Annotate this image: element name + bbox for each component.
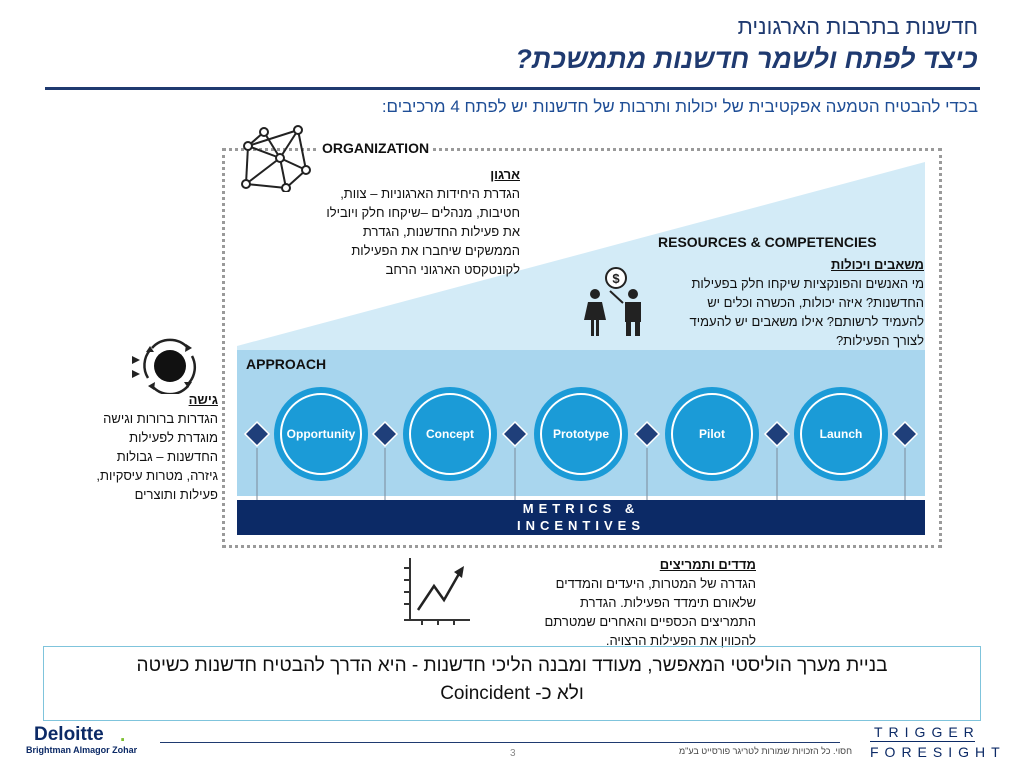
conclusion-line1: בניית מערך הוליסטי המאפשר, מעודד ומבנה ה… xyxy=(136,655,888,676)
conclusion-line2: ולא כ- Coincident xyxy=(440,683,584,704)
stage-prototype: Prototype xyxy=(534,387,628,481)
organization-line: את פעילות החדשנות, הגדרת xyxy=(362,224,520,239)
organization-line: הגדרת היחידות הארגוניות – צוות, xyxy=(340,186,520,201)
stage-label-launch: Launch xyxy=(820,427,863,441)
approach-heading: גישה xyxy=(188,392,218,407)
approach-description: גישה הגדרות ברורות וגישה מוגדרת לפעילות … xyxy=(18,390,218,504)
title-divider xyxy=(45,87,980,90)
metrics-description: מדדים ותמריצים הגדרה של המטרות, היעדים ו… xyxy=(506,555,756,650)
brand-logo-rule xyxy=(870,741,975,742)
resources-line: מי האנשים והפונקציות שיקחו חלק בפעילות xyxy=(691,276,924,291)
organization-label: ORGANIZATION xyxy=(318,140,434,156)
resources-label: RESOURCES & COMPETENCIES xyxy=(658,234,877,250)
copyright-text: חסוי. כל הזכויות שמורות לטריגר פורסייט ב… xyxy=(678,746,852,756)
page-title: חדשנות בתרבות הארגונית xyxy=(737,14,978,39)
brand-logo-line2: FORESIGHT xyxy=(870,744,1006,760)
growth-chart-icon xyxy=(404,558,470,625)
connector-lines xyxy=(256,448,906,500)
organization-line: הממשקים שיחברו את הפעילות xyxy=(351,243,520,258)
resources-line: החדשנות? איזה יכולות, הכשרה וכלים יש xyxy=(707,295,924,310)
approach-line: גיזרה, מטרות עיסקיות, xyxy=(96,468,218,483)
conclusion-text: בניית מערך הוליסטי המאפשר, מעודד ומבנה ה… xyxy=(43,652,981,708)
organization-description: ארגון הגדרת היחידות הארגוניות – צוות, חט… xyxy=(290,165,520,279)
approach-label: APPROACH xyxy=(246,356,327,372)
resources-line: לצורך הפעילות? xyxy=(835,333,924,348)
people-money-icon: $ xyxy=(584,267,641,336)
framework-frame xyxy=(222,148,942,548)
stage-opportunity: Opportunity xyxy=(274,387,368,481)
deloitte-logo-dot: . xyxy=(120,725,126,746)
metrics-line: התמריצים הכספיים והאחרים שמטרתם xyxy=(544,614,756,629)
stage-label-concept: Concept xyxy=(426,427,474,441)
page-number: 3 xyxy=(510,748,516,759)
resources-description: משאבים ויכולות מי האנשים והפונקציות שיקח… xyxy=(649,255,924,350)
approach-line: הגדרות ברורות וגישה xyxy=(103,411,218,426)
brand-logo-line1: TRIGGER xyxy=(874,724,980,740)
stage-concept: Concept xyxy=(403,387,497,481)
page-subtitle: כיצד לפתח ולשמר חדשנות מתמשכת? xyxy=(515,44,978,74)
approach-line: החדשנות – גבולות xyxy=(116,449,218,464)
money-symbol: $ xyxy=(612,271,620,286)
metrics-bar xyxy=(237,500,925,535)
metrics-line: הגדרה של המטרות, היעדים והמדדים xyxy=(555,576,756,591)
organization-line: לקונטקסט הארגוני הרחב xyxy=(385,262,520,277)
deloitte-subtitle: Brightman Almagor Zohar xyxy=(26,745,138,755)
stage-diamonds xyxy=(243,420,919,448)
stage-pilot: Pilot xyxy=(665,387,759,481)
metrics-bar-label: METRICS & INCENTIVES xyxy=(237,500,925,534)
organization-heading: ארגון xyxy=(490,167,520,182)
stage-label-prototype: Prototype xyxy=(553,427,609,441)
intro-text: בכדי להבטיח הטמעה אפקטיבית של יכולות ותר… xyxy=(381,97,978,116)
deloitte-logo: Deloitte xyxy=(34,724,104,745)
metrics-line: להכווין את הפעילות הרצויה. xyxy=(605,633,756,648)
resources-line: להעמיד לרשותם? אילו משאבים יש להעמיד xyxy=(689,314,924,329)
resources-heading: משאבים ויכולות xyxy=(831,257,924,272)
stage-launch: Launch xyxy=(794,387,888,481)
stage-label-opportunity: Opportunity xyxy=(287,427,356,441)
metrics-line: שלאורם תימדד הפעילות. הגדרת xyxy=(579,595,756,610)
conclusion-box xyxy=(43,646,981,721)
approach-line: מוגדרת לפעילות xyxy=(129,430,218,445)
approach-line: פעילות ותוצרים xyxy=(134,487,218,502)
network-icon xyxy=(241,125,311,192)
metrics-bar-line2: INCENTIVES xyxy=(516,518,645,533)
metrics-heading: מדדים ותמריצים xyxy=(659,557,756,572)
cycle-icon xyxy=(132,338,197,394)
resources-wedge xyxy=(237,162,925,350)
stage-label-pilot: Pilot xyxy=(699,427,725,441)
metrics-bar-line1: METRICS & xyxy=(522,501,640,516)
organization-line: חטיבות, מנהלים –שיקחו חלק ויובילו xyxy=(326,205,520,220)
footer-divider xyxy=(160,742,840,743)
stages-diagram: Opportunity Concept Prototype Pilot Laun… xyxy=(243,387,919,500)
